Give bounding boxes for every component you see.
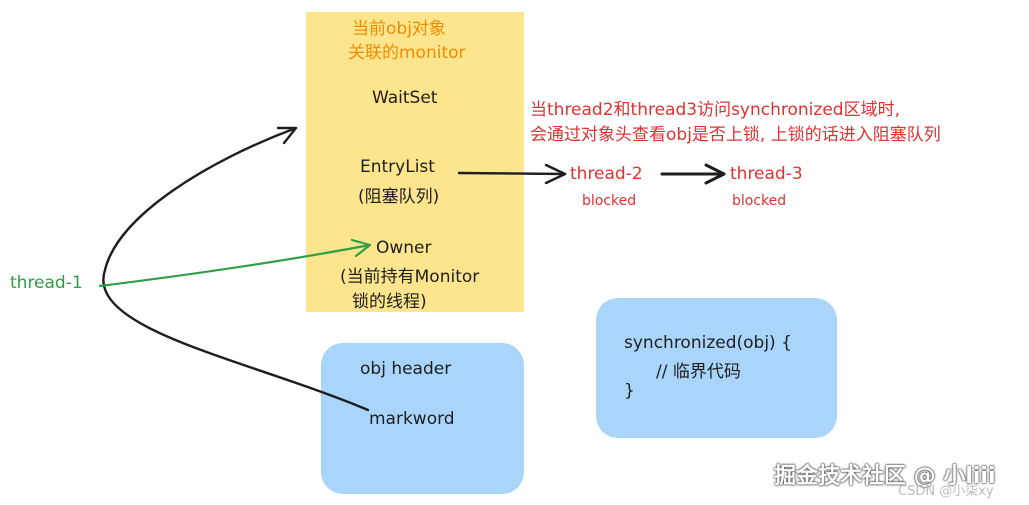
entrylist-label: EntryList [360,157,435,177]
waitset-arrowhead [276,126,298,145]
thread3-label: thread-3 [730,164,803,184]
owner-label: Owner [376,238,432,258]
thread1-to-owner-arrow [98,243,372,288]
owner-note-line2: 锁的线程) [352,292,427,312]
watermark-main: 掘金技术社区 @ 小liii [774,464,996,489]
owner-arrowhead [350,238,372,258]
owner-note-line1: (当前持有Monitor [340,267,480,287]
entrylist-note: (阻塞队列) [358,187,440,207]
monitor-title-line1: 当前obj对象 [352,19,446,39]
code-line3: } [624,381,635,401]
code-box [596,298,837,438]
thread2-state: blocked [582,193,637,209]
markword-to-waitset-curve [102,126,370,412]
code-line1: synchronized(obj) { [624,333,792,353]
thread2-arrowhead [544,163,567,185]
entrylist-to-thread2-arrow [457,171,567,176]
obj-header-box [321,343,524,494]
monitor-box [306,12,524,312]
watermark-sub: CSDN @小柒xy [898,484,994,499]
thread3-arrowhead [704,163,726,185]
obj-header-title: obj header [360,359,452,379]
thread3-state: blocked [732,193,787,209]
code-line2: // 临界代码 [656,362,741,382]
thread1-label: thread-1 [10,273,83,293]
monitor-title-line2: 关联的monitor [348,43,466,63]
waitset-label: WaitSet [372,88,438,108]
note-line1: 当thread2和thread3访问synchronized区域时, [530,100,900,120]
note-line2: 会通过对象头查看obj是否上锁, 上锁的话进入阻塞队列 [530,125,941,145]
markword-label: markword [369,409,455,429]
thread2-label: thread-2 [570,164,643,184]
